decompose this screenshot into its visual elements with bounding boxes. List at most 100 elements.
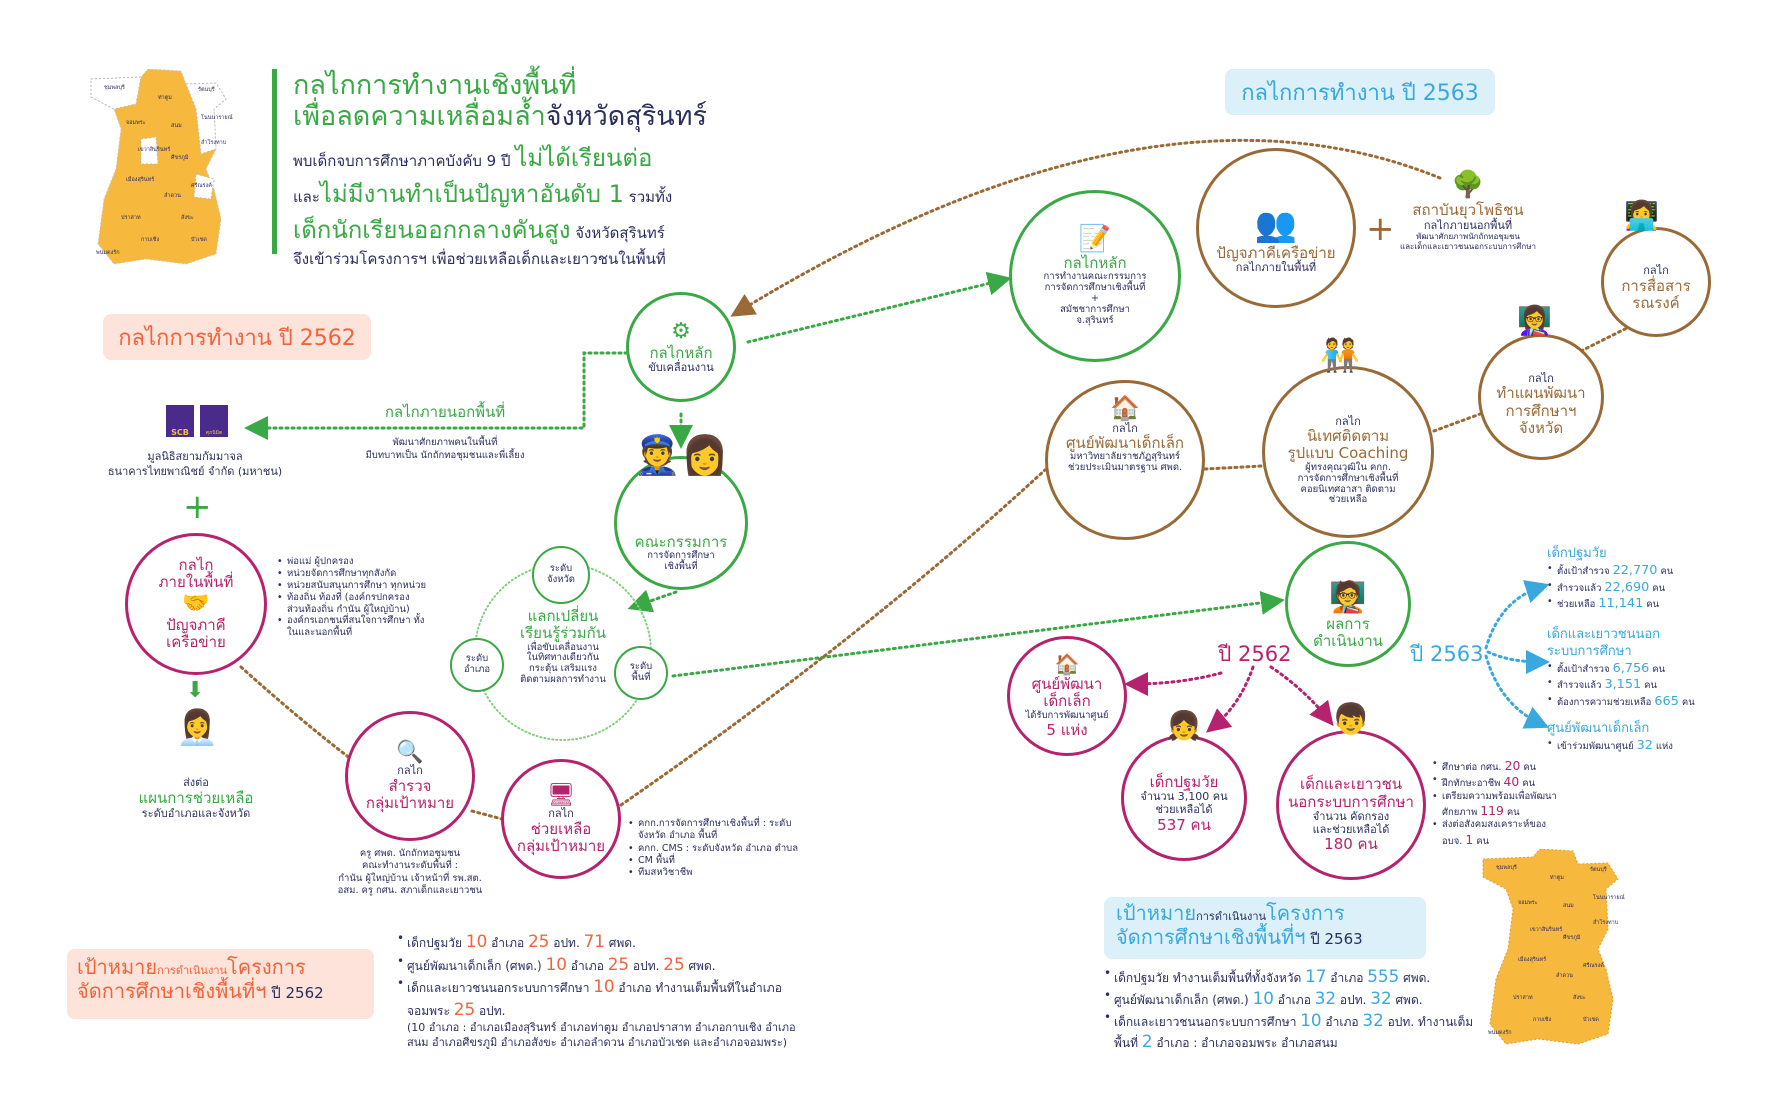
- result-2562-ecd: 🏠 ศูนย์พัฒนา เด็กเล็ก ได้รับการพัฒนาศูนย…: [1007, 636, 1127, 756]
- result-group-title: เด็กปฐมวัย: [1547, 546, 1607, 561]
- yuwa-desc: พัฒนาศักยภาพนักถักทอชุมชน: [1416, 232, 1520, 242]
- level-text: พื้นที่: [631, 672, 651, 683]
- result-group-list: เข้าร่วมพัฒนาศูนย์ 32 แห่ง: [1547, 738, 1777, 755]
- referral-pre: ส่งต่อ: [183, 776, 209, 789]
- result-value: 537 คน: [1157, 815, 1211, 834]
- text-part: ศพด.: [1399, 971, 1431, 985]
- result-value: 180 คน: [1324, 835, 1378, 854]
- highlight-value: 10: [1300, 1009, 1322, 1030]
- highlight-value: 25: [528, 931, 550, 951]
- text-part: ศพด.: [604, 936, 636, 950]
- desc-line: คณะทำงานระดับพื้นที่ :: [362, 860, 458, 872]
- desc-line: ครู ศพด. นักถักทอชุมชน: [359, 848, 461, 859]
- highlight-value: 22,690: [1604, 579, 1650, 595]
- inside-title: ภายในพื้นที่: [158, 573, 234, 592]
- exchange-desc: ติดตามผลการทำงาน: [520, 674, 606, 686]
- result-item: เข้าร่วมพัฒนาศูนย์ 32 แห่ง: [1547, 738, 1777, 755]
- comm-pre: กลไก: [1643, 264, 1669, 278]
- results-2562-label: ปี 2562: [1218, 642, 1292, 666]
- goal-part: ปี 2563: [1305, 930, 1363, 948]
- result-value: 5 แห่ง: [1046, 720, 1088, 739]
- yuwa-desc: และเด็กและเยาวชนนอกระบบการศึกษา: [1400, 241, 1536, 251]
- survey-title: สำรวจ: [388, 776, 432, 795]
- result-item: ตั้งเป้าสำรวจ 22,770 คน: [1547, 563, 1777, 580]
- referral-block: ส่งต่อ แผนการช่วยเหลือ ระดับอำเภอและจังห…: [96, 776, 296, 820]
- result-group-list: ตั้งเป้าสำรวจ 6,756 คนสำรวจแล้ว 3,151 คน…: [1547, 661, 1777, 711]
- boy-illustration-icon: 👦: [1332, 702, 1370, 737]
- result-title: เด็กเล็ก: [1043, 692, 1091, 711]
- text-part: ส่งต่อสังคมสงเคราะห์ของ อบจ.: [1442, 819, 1547, 847]
- highlight-value: 10: [465, 931, 488, 951]
- survey-mechanism-circle: 🔍 กลไก สำรวจ กลุ่มเป้าหมาย: [345, 711, 475, 841]
- highlight-value: 25: [663, 953, 685, 974]
- result-desc: ได้รับการพัฒนาศูนย์: [1025, 709, 1109, 721]
- results-circle: 🧑‍🏫 ผลการ ดำเนินงาน: [1285, 541, 1411, 667]
- exchange-title: เรียนรู้ร่วมกัน: [520, 624, 606, 643]
- assist-title: ช่วยเหลือ: [530, 819, 592, 838]
- intro-text: พบเด็กจบการศึกษาภาคบังคับ 9 ปี ไม่ได้เรี…: [293, 140, 763, 271]
- text-part: พบเด็กจบการศึกษาภาคบังคับ 9 ปี: [293, 152, 516, 171]
- text-part: ศูนย์พัฒนาเด็กเล็ก (ศพด.): [407, 958, 546, 973]
- map-district-label: ชุมพลบุรี: [104, 84, 125, 91]
- text-part: อปท.: [549, 936, 584, 950]
- highlight-value: 1: [1465, 832, 1474, 847]
- goal-item: ศูนย์พัฒนาเด็กเล็ก (ศพด.) 10 อำเภอ 25 อป…: [397, 953, 817, 976]
- highlight-value: 6,756: [1612, 660, 1650, 676]
- text-part: เด็กปฐมวัย: [407, 936, 466, 950]
- map-district-label: รัตนบุรี: [1590, 866, 1607, 873]
- plus-icon: +: [183, 487, 212, 527]
- desc-line: มีบทบาทเป็น นักถักทอชุมชนและพี่เลี้ยง: [365, 450, 525, 462]
- line-2562-ecd: [1124, 671, 1223, 696]
- level-text: ระดับ: [549, 563, 573, 575]
- committee-sub: เชิงพื้นที่: [664, 561, 698, 573]
- ecd-2563-circle: 🏠 กลไก ศูนย์พัฒนาเด็กเล็ก มหาวิทยาลัยราช…: [1045, 380, 1205, 540]
- assist-list: คกก.การจัดการศึกษาเชิงพื้นที่ : ระดับจัง…: [628, 818, 808, 880]
- text-part: ตั้งเป้าสำรวจ: [1557, 663, 1613, 675]
- result-group-list: ตั้งเป้าสำรวจ 22,770 คนสำรวจแล้ว 22,690 …: [1547, 563, 1777, 613]
- text-part: อำเภอ: [487, 936, 529, 950]
- inside-sub: เครือข่าย: [166, 632, 226, 651]
- result-item: ตั้งเป้าสำรวจ 6,756 คน: [1547, 661, 1777, 678]
- level-text: อำเภอ: [463, 664, 491, 675]
- plan-title: ทำแผนพัฒนา: [1496, 384, 1586, 403]
- line-committee-to-exchange: [627, 589, 678, 613]
- main-2563-desc: สมัชชาการศึกษา: [1060, 304, 1130, 316]
- youth-2562-breakdown: ศึกษาต่อ กศน. 20 คน ฝึกทักษะอาชีพ 40 คน …: [1432, 758, 1562, 848]
- goal-2563-list: เด็กปฐมวัย ทำงานเต็มพื้นที่ทั้งจังหวัด 1…: [1104, 966, 1484, 1053]
- woman-laptop-icon: 👩‍💻: [1624, 199, 1659, 232]
- highlight-value: 40: [1503, 775, 1520, 790]
- house-icon: 🏠: [1054, 652, 1080, 677]
- highlight-value: 25: [607, 953, 630, 974]
- inside-sub: ปัญจภาคี: [166, 615, 226, 634]
- plan-circle: 👩‍🏫 กลไก ทำแผนพัฒนา การศึกษาฯ จังหวัด: [1478, 304, 1604, 460]
- foundation-logo: ศุภนิมิต: [200, 405, 228, 437]
- text-part: เด็กและเยาวชนนอกระบบการศึกษา: [407, 981, 594, 996]
- results-2563-list: เด็กปฐมวัยตั้งเป้าสำรวจ 22,770 คนสำรวจแล…: [1547, 546, 1777, 754]
- list-item: หน่วยจัดการศึกษาทุกสังกัด: [277, 568, 427, 580]
- breakdown-item: ศึกษาต่อ กศน. 20 คน: [1432, 758, 1562, 774]
- result-group-title: ศูนย์พัฒนาเด็กเล็ก: [1547, 720, 1650, 736]
- highlight-value: 32: [1636, 737, 1653, 753]
- map-district-label: ปราสาท: [1513, 994, 1533, 1001]
- outside-mech-desc: พัฒนาศักยภาพคนในพื้นที่ มีบทบาทเป็น นักถ…: [310, 436, 580, 463]
- exchange-desc: ในทิศทางเดียวกัน: [526, 652, 600, 664]
- highlight-value: 11,141: [1598, 596, 1644, 612]
- result-2562-early-childhood: 👧 เด็กปฐมวัย จำนวน 3,100 คน ช่วยเหลือได้…: [1121, 709, 1247, 861]
- text-part: เด็กปฐมวัย ทำงานเต็มพื้นที่ทั้งจังหวัด: [1114, 971, 1306, 985]
- map-district-label: กาบเชิง: [1533, 1016, 1552, 1023]
- result-desc: จำนวน คัดกรอง: [1312, 809, 1390, 823]
- breakdown-item: ฝึกทักษะอาชีพ 40 คน: [1432, 774, 1562, 790]
- line-survey-to-assist: [470, 809, 504, 821]
- coach-desc: ผู้ทรงคุณวุฒิใน คกก.: [1305, 461, 1391, 473]
- main-2563-title: กลไกหลัก: [1063, 254, 1127, 273]
- referral-sub: ระดับอำเภอและจังหวัด: [141, 807, 251, 821]
- text-part: อำเภอ: [1326, 971, 1368, 985]
- main-mechanism-2562: ⚙ กลไกหลัก ขับเคลื่อนงาน: [626, 292, 736, 402]
- yuwa-title: สถาบันยุวโพธิชน: [1412, 201, 1524, 220]
- title-accent-bar: [272, 69, 277, 254]
- highlight-value: 22,770: [1612, 562, 1658, 578]
- intro-line: จึงเข้าร่วมโครงการฯ เพื่อช่วยเหลือเด็กแล…: [293, 248, 763, 271]
- goal-item: เด็กและเยาวชนนอกระบบการศึกษา 10 อำเภอ ทำ…: [397, 975, 817, 1020]
